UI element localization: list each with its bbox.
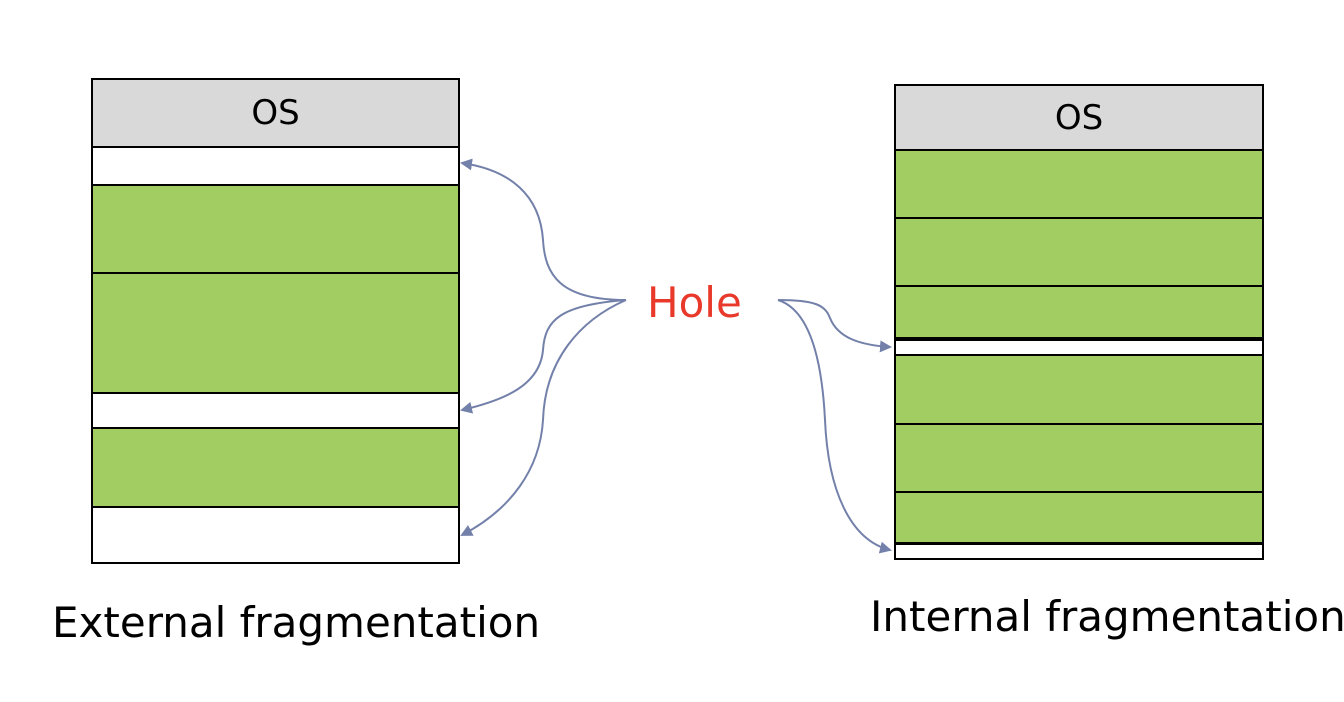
arrow-to-internal-hole-2 — [777, 299, 892, 554]
external-fragmentation-caption: External fragmentation — [52, 598, 541, 647]
internal-allocated-block-6 — [894, 491, 1264, 544]
arrow-to-external-hole-1 — [460, 158, 627, 301]
external-hole-block-1 — [91, 146, 460, 186]
arrow-to-external-hole-3 — [460, 299, 627, 536]
external-os-label: OS — [251, 93, 300, 133]
hole-label: Hole — [647, 278, 742, 327]
internal-allocated-block-4 — [894, 354, 1264, 425]
external-hole-block-3 — [91, 506, 460, 564]
arrow-to-external-hole-2 — [460, 299, 627, 414]
internal-allocated-block-1 — [894, 149, 1264, 219]
internal-allocated-block-3 — [894, 285, 1264, 339]
internal-hole-block-2 — [894, 543, 1264, 560]
external-allocated-block-3 — [91, 427, 460, 508]
external-hole-block-2 — [91, 392, 460, 429]
internal-os-label: OS — [1054, 97, 1104, 138]
external-allocated-block-1 — [91, 184, 460, 274]
internal-allocated-block-5 — [894, 423, 1264, 493]
internal-fragmentation-caption: Internal fragmentation — [870, 592, 1344, 641]
internal-allocated-block-2 — [894, 217, 1264, 287]
internal-os-block: OS — [894, 84, 1264, 151]
arrow-to-internal-hole-1 — [777, 299, 892, 353]
external-allocated-block-2 — [91, 272, 460, 394]
external-os-block: OS — [91, 78, 460, 148]
